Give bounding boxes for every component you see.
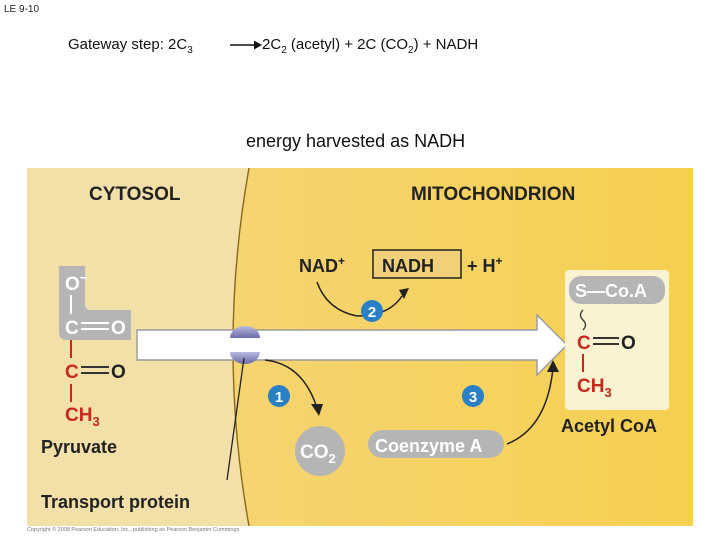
s-coa-label: S—Co.A: [575, 281, 647, 301]
pyruvate-c2: C: [65, 362, 79, 383]
product-a-subscript: 2: [281, 45, 287, 56]
acetyl-coa-ch-text: CH: [577, 376, 604, 397]
pyruvate-o1: O: [111, 318, 126, 339]
step-1-marker: 1: [268, 385, 290, 407]
coenzyme-a-label: Coenzyme A: [375, 436, 482, 456]
cytosol-label: CYTOSOL: [89, 184, 181, 205]
coenzyme-a-box: [368, 430, 504, 458]
transport-protein-bottom: [230, 352, 260, 364]
acetyl-coa-panel: [565, 270, 669, 410]
coa-attach-arrowhead: [547, 360, 559, 372]
pyruvate-o-minus: O−: [65, 270, 88, 295]
transport-protein: [230, 326, 260, 364]
pyruvate-ch-text: CH: [65, 405, 92, 426]
step-3-marker: 3: [462, 385, 484, 407]
co2-circle: [295, 426, 345, 476]
acetyl-coa-c: C: [577, 333, 591, 354]
step-1-number: 1: [275, 389, 283, 406]
slide-label: LE 9-10: [4, 4, 40, 15]
transport-protein-pointer: [226, 357, 245, 481]
step-3-number: 3: [469, 389, 477, 406]
gateway-arrow: [230, 40, 262, 50]
co2-release-arrowhead: [311, 404, 323, 416]
pyruvate-o-text: O: [65, 274, 80, 295]
pyruvate-c1: C: [65, 318, 79, 339]
pyruvate-molecule: O− C O C O CH3 Pyruvate: [41, 266, 131, 457]
co2-label: CO2: [300, 442, 336, 466]
acetyl-coa-molecule: S—Co.A C O CH3 Acetyl CoA: [561, 270, 669, 436]
h-plus-label: + H+: [467, 254, 503, 276]
co2-text: CO: [300, 442, 329, 463]
step-2-number: 2: [368, 304, 376, 321]
product-b-subscript: 2: [408, 45, 414, 56]
h-superscript: +: [496, 254, 503, 268]
s-coa-box: [569, 276, 665, 304]
step-2-marker: 2: [361, 300, 383, 322]
figure-svg: CYTOSOL MITOCHONDRION O− C O C O CH3 Pyr…: [27, 168, 693, 526]
pyruvate-to-acetyl-coa-figure: CYTOSOL MITOCHONDRION O− C O C O CH3 Pyr…: [27, 168, 693, 526]
coa-attach-arrow: [506, 367, 554, 445]
gateway-prefix: Gateway step: 2C: [68, 36, 188, 53]
mitochondrion-label: MITOCHONDRION: [411, 184, 575, 205]
nad-reduction-arrow: [316, 281, 403, 317]
acetyl-coa-bond-1: [579, 309, 587, 331]
acetyl-coa-o: O: [621, 333, 636, 354]
co2-subscript: 2: [329, 451, 336, 466]
energy-note: energy harvested as NADH: [246, 131, 466, 151]
carboxyl-group-box: [59, 266, 131, 340]
product-a-suffix: (acetyl) + 2C (CO: [286, 36, 409, 53]
co2-release-arrow: [264, 359, 318, 409]
nad-plus-label: NAD+: [299, 254, 345, 276]
pyruvate-o2: O: [111, 362, 126, 383]
nad-text: NAD: [299, 256, 338, 276]
transport-protein-label: Transport protein: [41, 492, 190, 512]
product-b-suffix: ) + NADH: [413, 36, 479, 53]
h-text: + H: [467, 256, 496, 276]
pyruvate-ch3-subscript: 3: [92, 414, 99, 429]
acetyl-coa-label: Acetyl CoA: [561, 416, 657, 436]
gateway-subscript: 3: [187, 45, 193, 56]
copyright-notice: Copyright © 2008 Pearson Education, Inc.…: [27, 527, 241, 533]
transport-protein-top: [230, 326, 260, 338]
nad-reduction-arrowhead: [399, 288, 409, 299]
nadh-box: [372, 249, 462, 279]
pyruvate-minus-sign: −: [80, 270, 88, 285]
nadh-label: NADH: [382, 256, 434, 276]
gateway-products-text: 2C2 (acetyl) + 2C (CO2) + NADH: [262, 36, 478, 56]
acetyl-coa-ch3-subscript: 3: [604, 385, 611, 400]
acetyl-coa-ch3: CH3: [577, 376, 612, 400]
nad-superscript: +: [338, 254, 345, 268]
gateway-step-text: Gateway step: 2C3: [68, 36, 193, 56]
pyruvate-ch3: CH3: [65, 405, 100, 429]
product-a-prefix: 2C: [262, 36, 282, 53]
pyruvate-label: Pyruvate: [41, 437, 117, 457]
